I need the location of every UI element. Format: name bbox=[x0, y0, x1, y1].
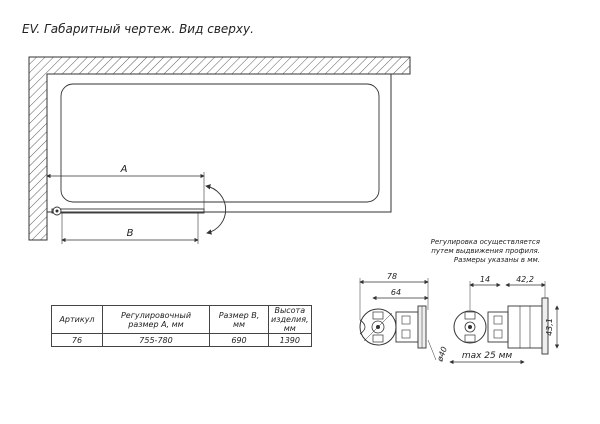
note-line-1: Регулировка осуществляется bbox=[431, 238, 540, 246]
note: Регулировка осуществляется путем выдвиже… bbox=[431, 238, 540, 264]
dim-42-label: 42,2 bbox=[516, 275, 534, 284]
note-line-2: путем выдвижения профиля. bbox=[431, 247, 540, 255]
dim-b-label: B bbox=[127, 228, 134, 239]
detail-right: 14 42,2 43,1 max 25 мм bbox=[449, 275, 560, 365]
table-header: Размер B, мм bbox=[209, 305, 269, 334]
note-line-3: Размеры указаны в мм. bbox=[454, 256, 540, 264]
table-header: Артикул bbox=[51, 305, 103, 334]
fitting-circle-right bbox=[453, 310, 487, 344]
table-header: Высота изделия, мм bbox=[268, 305, 312, 334]
table-cell: 690 bbox=[209, 333, 269, 347]
dim-max-label: max 25 мм bbox=[462, 351, 513, 361]
dim-64-label: 64 bbox=[391, 288, 401, 297]
plan-view: A B bbox=[28, 56, 411, 244]
detail-left: 78 64 ø40 bbox=[359, 272, 449, 364]
spec-table: Артикул Регулировочный размер А, мм Разм… bbox=[51, 305, 312, 347]
table-row: 76 755-780 690 1390 bbox=[51, 333, 312, 347]
table-header: Регулировочный размер А, мм bbox=[102, 305, 210, 334]
dim-diameter-label: ø40 bbox=[435, 345, 449, 363]
dim-43-label: 43,1 bbox=[545, 318, 554, 336]
table-header-row: Артикул Регулировочный размер А, мм Разм… bbox=[51, 305, 312, 334]
bathtub-outline bbox=[46, 73, 392, 213]
table-cell: 755-780 bbox=[102, 333, 210, 347]
drawing-title: EV. Габаритный чертеж. Вид сверху. bbox=[22, 22, 254, 36]
dim-78-label: 78 bbox=[387, 272, 397, 281]
swing-arc bbox=[205, 184, 227, 235]
dim-a-label: A bbox=[120, 164, 128, 175]
dim-14-label: 14 bbox=[480, 275, 490, 284]
glass-panel bbox=[51, 208, 205, 214]
table-cell: 76 bbox=[51, 333, 103, 347]
bathtub-inner bbox=[60, 83, 380, 203]
table-cell: 1390 bbox=[268, 333, 312, 347]
